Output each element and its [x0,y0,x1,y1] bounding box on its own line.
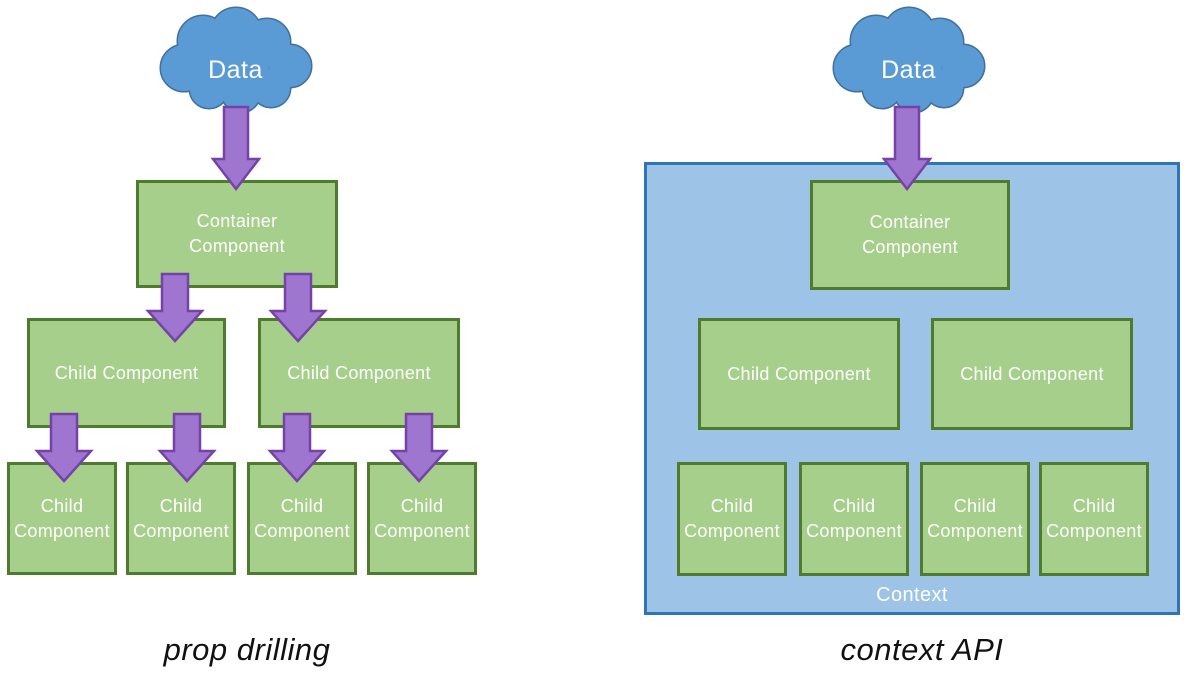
child-component-label: Child Component [1046,496,1142,541]
data-cloud-icon [159,6,313,114]
arrow-down-icon [147,273,203,342]
child-component-box: Child Component [247,462,357,575]
child-component-label: Child Component [684,496,780,541]
arrow-down-icon [270,273,326,342]
context-label: Context [876,584,948,606]
arrow-down-icon [269,413,325,482]
child-component-box: Child Component [27,318,226,428]
arrow-down-icon [36,413,92,482]
child-component-label: Child Component [960,363,1104,384]
prop-drilling-caption: prop drilling [163,632,331,667]
container-component-label: Container Component [189,211,285,256]
cloud-label: Data [208,56,263,84]
child-component-box: Child Component [799,462,909,576]
container-component-box: Container Component [810,180,1010,290]
child-component-label: Child Component [287,362,431,383]
child-component-label: Child Component [133,495,229,541]
child-component-box: Child Component [931,318,1133,430]
container-component-box: Container Component [136,180,338,288]
arrow-down-icon [212,106,260,190]
child-component-box: Child Component [698,318,900,430]
arrow-down-icon [159,413,215,482]
cloud-label: Data [881,56,936,84]
child-component-box: Child Component [7,462,117,575]
child-component-box: Child Component [126,462,236,575]
child-component-label: Child Component [254,495,350,541]
child-component-label: Child Component [727,363,871,384]
child-component-box: Child Component [1039,462,1149,576]
child-component-box: Child Component [367,462,477,575]
child-component-box: Child Component [258,318,460,428]
child-component-box: Child Component [677,462,787,576]
child-component-label: Child Component [54,362,199,383]
container-component-label: Container Component [862,212,958,257]
child-component-label: Child Component [14,495,110,541]
arrow-down-icon [883,106,931,190]
child-component-label: Child Component [927,496,1023,541]
child-component-label: Child Component [806,496,902,541]
child-component-label: Child Component [374,495,470,541]
data-cloud-icon [832,6,986,114]
arrow-down-icon [391,413,447,482]
child-component-box: Child Component [920,462,1030,576]
context-api-caption: context API [840,632,1004,667]
